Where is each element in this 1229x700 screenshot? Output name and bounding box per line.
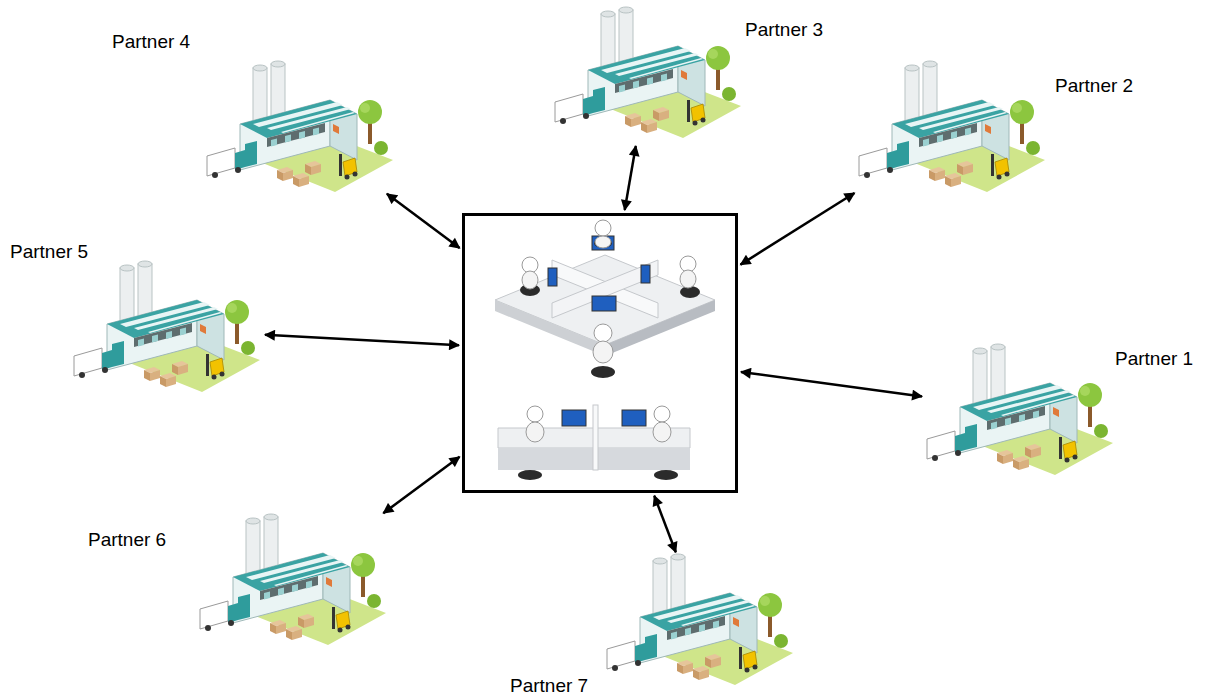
partner-label: Partner 5 <box>10 242 88 262</box>
double-arrow <box>741 372 922 396</box>
partner-label: Partner 3 <box>745 20 823 40</box>
factory-icon <box>74 261 260 392</box>
partner-node: Partner 5 <box>72 262 262 397</box>
partner-label: Partner 7 <box>510 676 588 696</box>
factory-icon <box>555 7 741 138</box>
partner-label: Partner 1 <box>1115 349 1193 369</box>
double-arrow <box>625 146 636 210</box>
partner-node: Partner 2 <box>857 62 1049 200</box>
partner-node: Partner 7 <box>605 555 800 690</box>
factory-icon <box>859 61 1045 192</box>
factory-icon <box>200 514 386 645</box>
factory-icon <box>927 344 1113 475</box>
office-illustration <box>495 220 715 480</box>
partner-node: Partner 3 <box>553 8 743 143</box>
factory-icon <box>607 554 793 685</box>
partner-label: Partner 2 <box>1055 76 1133 96</box>
partner-node: Partner 4 <box>205 62 390 192</box>
factory-icon <box>207 61 393 192</box>
hub-box <box>462 213 738 493</box>
double-arrow <box>741 193 855 265</box>
double-arrow <box>265 335 459 346</box>
double-arrow <box>387 194 460 248</box>
partner-label: Partner 4 <box>112 32 190 52</box>
partner-node: Partner 1 <box>925 345 1120 475</box>
partner-label: Partner 6 <box>88 530 166 550</box>
double-arrow <box>383 457 459 513</box>
double-arrow <box>654 496 676 552</box>
partner-node: Partner 6 <box>198 515 388 645</box>
